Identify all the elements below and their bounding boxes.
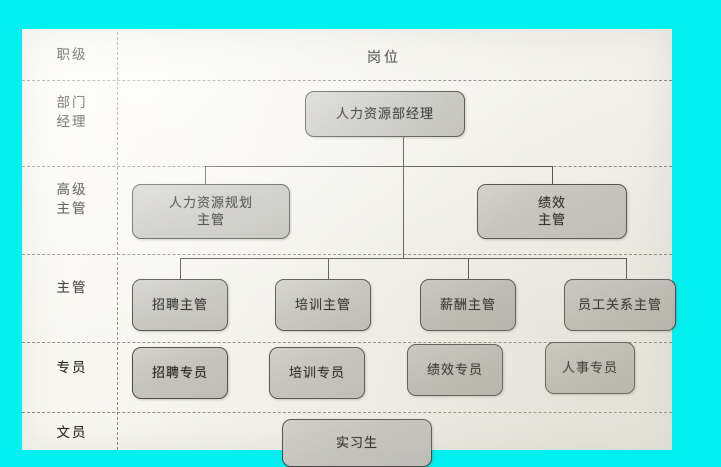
node-recruitment-supervisor-label: 招聘主管 xyxy=(151,297,208,313)
node-compensation-supervisor-label: 薪酬主管 xyxy=(439,297,496,313)
connector-drop-hr-planning xyxy=(205,166,207,184)
connector-supervisor-bus xyxy=(180,258,627,260)
node-hr-planning-supervisor-label: 人力资源规划 主管 xyxy=(169,195,253,229)
scanned-org-chart-page: 职级 部门 经理 高级 主管 主管 专员 文员 岗位 xyxy=(22,29,676,467)
node-recruitment-specialist[interactable]: 招聘专员 xyxy=(132,347,228,399)
row-label-dept-manager-line2: 经理 xyxy=(56,114,88,130)
row-label-senior-supervisor-line1: 高级 xyxy=(56,182,88,198)
node-recruitment-supervisor[interactable]: 招聘主管 xyxy=(132,279,228,331)
node-training-specialist[interactable]: 培训专员 xyxy=(269,347,365,399)
row-label-specialist: 专员 xyxy=(28,359,116,378)
node-hr-planning-supervisor-line2: 主管 xyxy=(196,212,225,228)
connector-manager-stem xyxy=(403,137,405,167)
row-label-clerk-line1: 文员 xyxy=(56,425,88,441)
node-performance-supervisor-label: 绩效 主管 xyxy=(538,195,566,229)
node-performance-supervisor[interactable]: 绩效 主管 xyxy=(477,184,627,239)
node-training-specialist-label: 培训专员 xyxy=(288,365,345,381)
screenshot-canvas: 职级 部门 经理 高级 主管 主管 专员 文员 岗位 xyxy=(22,29,676,467)
row-label-dept-manager: 部门 经理 xyxy=(28,94,116,132)
node-hr-manager[interactable]: 人力资源部经理 xyxy=(305,91,465,137)
rank-column-header-label: 职级 xyxy=(56,47,88,63)
chart-header-title: 岗位 xyxy=(367,50,401,66)
node-training-supervisor[interactable]: 培训主管 xyxy=(275,279,371,331)
row-label-supervisor-line1: 主管 xyxy=(56,280,88,296)
node-hr-planning-supervisor-line1: 人力资源规划 xyxy=(168,195,253,211)
connector-drop-performance xyxy=(552,166,554,184)
node-intern-label: 实习生 xyxy=(335,435,378,451)
row-label-supervisor: 主管 xyxy=(28,279,116,298)
node-compensation-supervisor[interactable]: 薪酬主管 xyxy=(420,279,516,331)
node-hr-manager-label: 人力资源部经理 xyxy=(335,106,434,122)
row-label-dept-manager-line1: 部门 xyxy=(56,95,88,111)
node-employee-relations-supervisor-label: 员工关系主管 xyxy=(577,297,662,313)
rule-under-specialist xyxy=(22,412,672,413)
rule-rank-column-divider xyxy=(117,32,118,450)
rank-column-header: 职级 xyxy=(28,46,116,65)
node-performance-supervisor-line1: 绩效 xyxy=(537,195,566,211)
connector-level2-bus xyxy=(205,166,553,168)
rule-under-supervisor xyxy=(22,342,672,343)
row-label-clerk: 文员 xyxy=(28,424,116,443)
connector-drop-comp-super xyxy=(468,258,470,279)
node-training-supervisor-label: 培训主管 xyxy=(294,297,351,313)
connector-trunk-to-supervisors xyxy=(403,166,405,258)
row-label-specialist-line1: 专员 xyxy=(56,360,88,376)
node-hr-affairs-specialist-label: 人事专员 xyxy=(561,360,618,376)
rule-under-senior-supervisor xyxy=(22,254,672,255)
rule-under-header xyxy=(22,80,672,81)
row-label-senior-supervisor-line2: 主管 xyxy=(56,201,88,217)
node-intern[interactable]: 实习生 xyxy=(282,419,432,467)
row-label-senior-supervisor: 高级 主管 xyxy=(28,181,116,219)
node-hr-planning-supervisor[interactable]: 人力资源规划 主管 xyxy=(132,184,290,239)
node-performance-supervisor-line2: 主管 xyxy=(537,212,566,228)
node-hr-affairs-specialist[interactable]: 人事专员 xyxy=(545,342,635,394)
node-performance-specialist[interactable]: 绩效专员 xyxy=(407,344,503,396)
connector-drop-employee-rel-super xyxy=(626,258,628,279)
node-employee-relations-supervisor[interactable]: 员工关系主管 xyxy=(564,279,676,331)
node-recruitment-specialist-label: 招聘专员 xyxy=(151,365,208,381)
node-performance-specialist-label: 绩效专员 xyxy=(426,362,483,378)
connector-drop-recruit-super xyxy=(180,258,182,279)
connector-drop-training-super xyxy=(328,258,330,279)
